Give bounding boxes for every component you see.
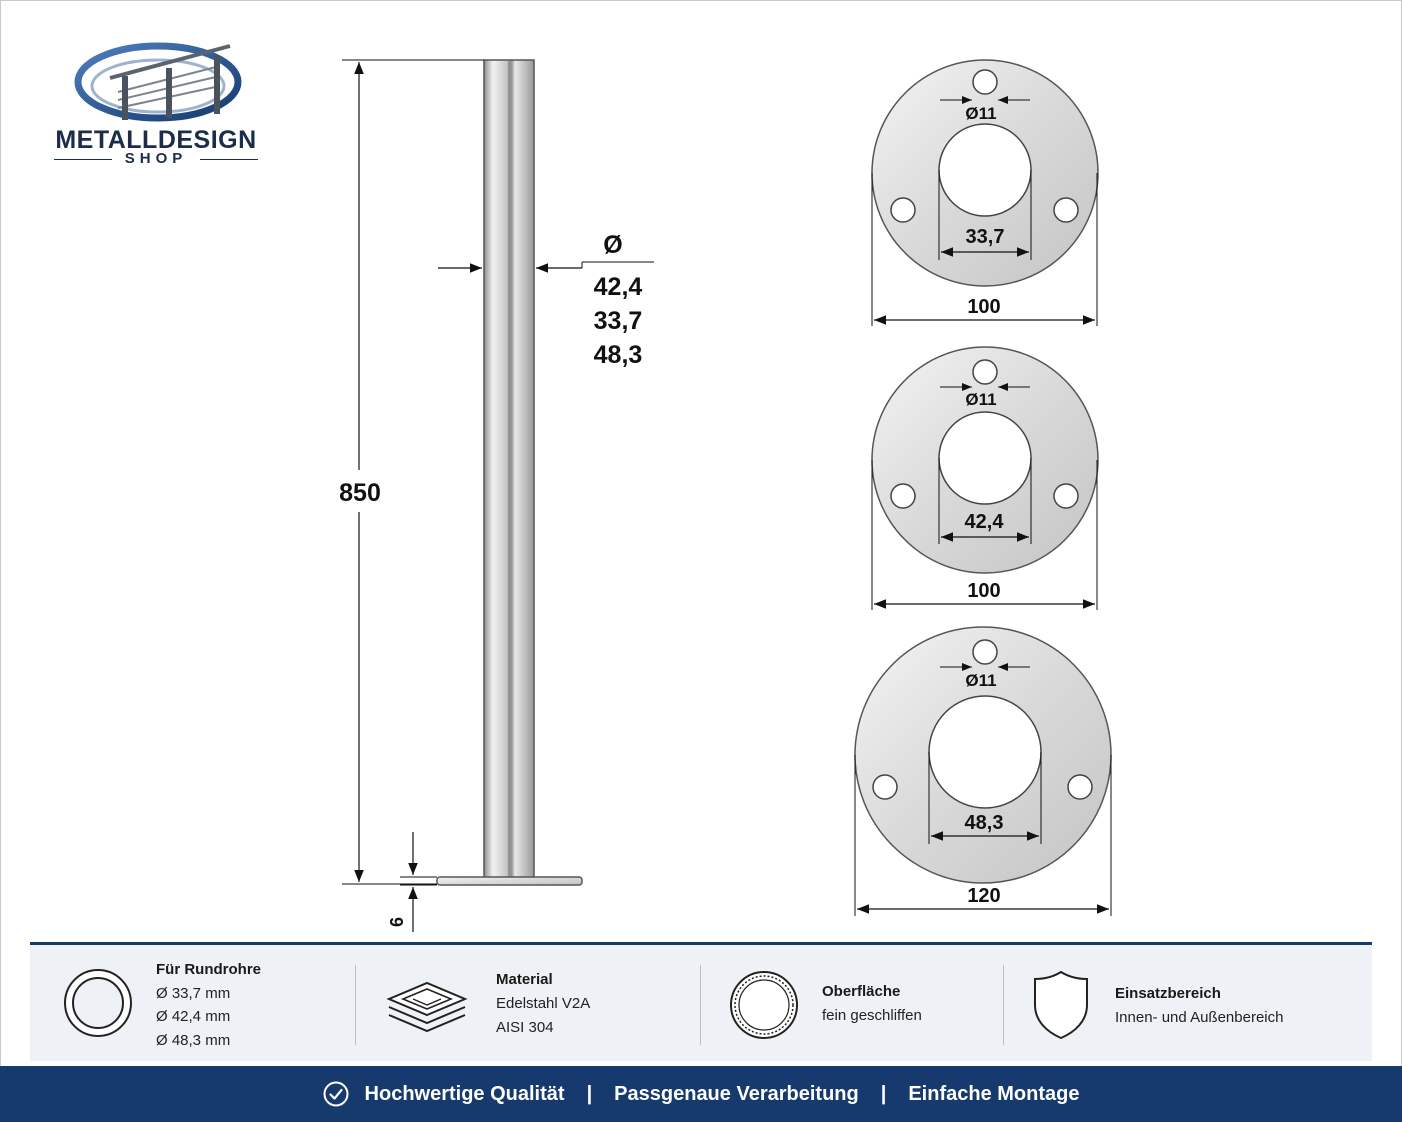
railing-swoosh-logo (74, 42, 242, 122)
technical-drawing: 850 6 Ø 42,4 33,7 48,3 33,7 Ø11 1 (330, 59, 1112, 932)
info-title-rundrohre: Für Rundrohre (156, 961, 261, 978)
info-strip: Für Rundrohre Ø 33,7 mm Ø 42,4 mm Ø 48,3… (30, 942, 1372, 1061)
ring-icon (64, 969, 132, 1037)
divider (700, 965, 701, 1045)
diameter-callout: Ø 42,4 33,7 48,3 (438, 231, 654, 369)
footer-separator: | (586, 1082, 593, 1105)
check-circle-icon (323, 1081, 349, 1107)
info-line: Ø 33,7 mm (156, 985, 231, 1002)
flange-1-outer-label: 100 (967, 296, 1000, 318)
height-label: 850 (339, 479, 381, 507)
info-title-einsatz: Einsatzbereich (1115, 985, 1221, 1002)
info-item-rundrohre: Für Rundrohre Ø 33,7 mm Ø 42,4 mm Ø 48,3… (30, 945, 355, 1061)
height-dimension: 850 (330, 59, 484, 885)
diameter-value-2: 33,7 (594, 307, 643, 335)
flange-3-inner-label: 48,3 (965, 812, 1004, 834)
info-line: Edelstahl V2A (496, 995, 591, 1012)
footer-item-quality: Hochwertige Qualität (364, 1082, 565, 1105)
flange-1-hole-label: Ø11 (965, 104, 996, 123)
diameter-value-1: 42,4 (594, 273, 643, 301)
info-item-material: Material Edelstahl V2A AISI 304 (355, 945, 700, 1061)
diameter-value-3: 48,3 (594, 341, 643, 369)
thickness-label: 6 (387, 917, 407, 927)
info-item-oberflaeche: Oberfläche fein geschliffen (700, 945, 1003, 1061)
info-line: AISI 304 (496, 1019, 554, 1036)
flange-1-inner-label: 33,7 (966, 226, 1005, 248)
info-line: fein geschliffen (822, 1007, 922, 1024)
divider (1003, 965, 1004, 1045)
info-line: Ø 42,4 mm (156, 1008, 231, 1025)
logo-title: METALLDESIGN (55, 126, 257, 154)
thickness-dimension: 6 (387, 832, 437, 932)
brushed-disc-icon (730, 971, 798, 1039)
footer-item-fit: Passgenaue Verarbeitung (614, 1082, 859, 1105)
logo-subtitle: SHOP (40, 150, 272, 167)
info-title-oberflaeche: Oberfläche (822, 983, 901, 1000)
footer-separator: | (880, 1082, 887, 1105)
flange-2-inner-label: 42,4 (965, 511, 1005, 533)
post-drawing (436, 59, 583, 886)
footer-item-mounting: Einfache Montage (908, 1082, 1080, 1105)
diameter-symbol: Ø (603, 231, 622, 259)
info-line: Ø 48,3 mm (156, 1032, 231, 1049)
info-line: Innen- und Außenbereich (1115, 1009, 1284, 1026)
footer-bar: Hochwertige Qualität | Passgenaue Verarb… (0, 1066, 1402, 1122)
flange-2-outer-label: 100 (967, 580, 1000, 602)
flange-2-hole-label: Ø11 (965, 390, 996, 409)
flange-plate-1: 33,7 Ø11 100 (871, 59, 1099, 326)
flange-plate-3: 48,3 Ø11 120 (854, 626, 1112, 916)
info-item-einsatz: Einsatzbereich Innen- und Außenbereich (1003, 945, 1372, 1061)
flange-3-outer-label: 120 (967, 885, 1000, 907)
flange-3-hole-label: Ø11 (965, 671, 996, 690)
shield-icon (1034, 970, 1088, 1040)
flange-plate-2: 42,4 Ø11 100 (871, 346, 1099, 610)
info-title-material: Material (496, 971, 553, 988)
layers-icon (386, 981, 468, 1033)
divider (355, 965, 356, 1045)
